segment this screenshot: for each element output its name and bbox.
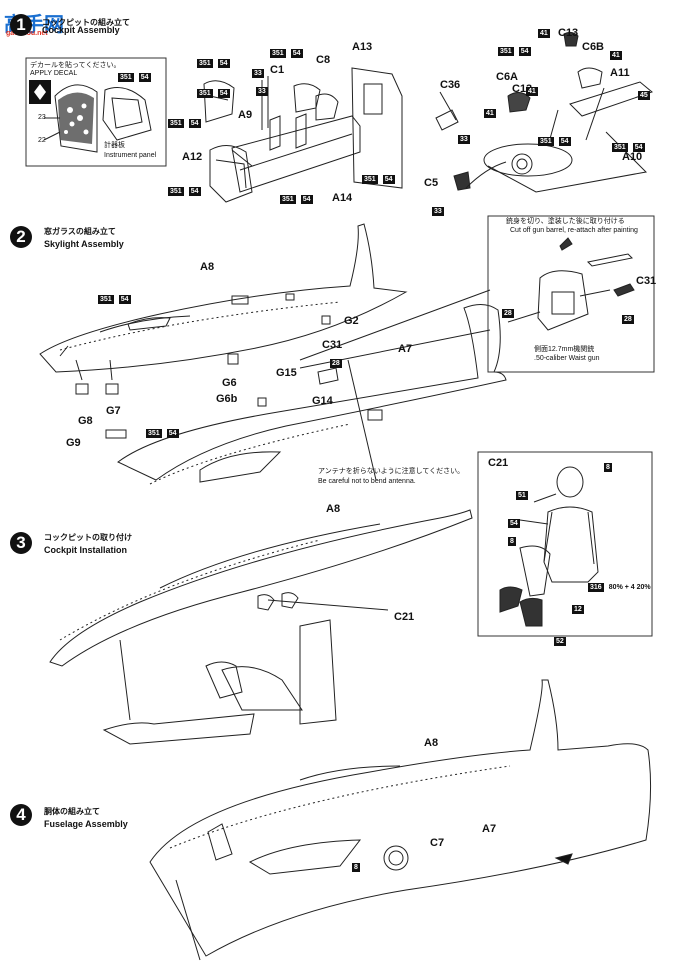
paint-code: 351 54	[362, 175, 395, 184]
paint-code: 351 54	[538, 137, 571, 146]
step4-title-en: Fuselage Assembly	[44, 819, 128, 829]
step4-paint-8: 8	[352, 863, 360, 872]
paint-28: 28	[622, 315, 634, 324]
step3-number: 3	[10, 532, 32, 554]
part-A12: A12	[182, 151, 203, 163]
fig-code: 51	[516, 491, 528, 500]
step1-header: コックピットの組み立て	[42, 12, 130, 28]
part-C36: C36	[440, 79, 461, 91]
step4-title-jp: 胴体の組み立て	[44, 807, 100, 816]
step3-title-en: Cockpit Installation	[44, 545, 128, 555]
fig-code: 54	[508, 519, 520, 528]
gun-note-jp: 銃身を切り、塗装した後に取り付ける	[506, 218, 625, 225]
step3-part-C21: C21	[394, 611, 415, 623]
part-A7: A7	[398, 343, 413, 355]
paint-code: 351 54	[118, 73, 151, 82]
gun-label-en: .50-caliber Waist gun	[534, 355, 600, 362]
paint-code: 351 54	[498, 47, 531, 56]
part-A14: A14	[332, 192, 353, 204]
part-G6: G6	[222, 377, 237, 389]
figure-part: C21	[488, 457, 509, 469]
paint-code: 33	[458, 135, 470, 144]
step1-number: 1	[10, 14, 32, 36]
part-C13: C13	[558, 27, 579, 39]
gun-label-jp: 側面12.7mm機関銃	[534, 346, 595, 353]
part-C6B: C6B	[582, 41, 605, 53]
paint-code: 41	[538, 29, 550, 38]
step4-part-A8: A8	[424, 737, 439, 749]
paint-code: 351 54	[98, 295, 131, 304]
step1-title-en: Cockpit Assembly	[42, 25, 120, 35]
part-C5: C5	[424, 177, 439, 189]
step4-part-C7: C7	[430, 837, 445, 849]
fig-code: 52	[554, 637, 566, 646]
paint-code: 351 54	[197, 59, 230, 68]
paint-code: 351 54	[168, 119, 201, 128]
part-G2: G2	[344, 315, 359, 327]
paint-code: 351 54	[168, 187, 201, 196]
step1-inset-note-en: APPLY DECAL	[30, 70, 78, 77]
fig-code: 8	[604, 463, 612, 472]
paint-code: 351 54	[197, 89, 230, 98]
step1-inset-note-jp: デカールを貼ってください。	[30, 62, 121, 69]
part-G8: G8	[78, 415, 93, 427]
part-A9: A9	[238, 109, 253, 121]
antenna-note-en: Be careful not to bend antenna.	[318, 478, 416, 485]
paint-code: 45	[638, 91, 650, 100]
gun-note-en: Cut off gun barrel, re-attach after pain…	[510, 227, 638, 234]
paint-code: 351 54	[280, 195, 313, 204]
paint-code: 41	[610, 51, 622, 60]
part-C6A: C6A	[496, 71, 519, 83]
part-G6b: G6b	[216, 393, 238, 405]
step3-title-jp: コックピットの取り付け	[44, 533, 132, 542]
fig-code: 12	[572, 605, 584, 614]
paint-code: 33	[256, 87, 268, 96]
part-G15: G15	[276, 367, 297, 379]
decal-22: 22	[38, 137, 46, 144]
step3-part-A8: A8	[326, 503, 341, 515]
paint-code: 351 54	[146, 429, 179, 438]
part-A10: A10	[622, 151, 643, 163]
step1-inset-panel-en: Instrument panel	[104, 152, 157, 159]
gun-part-C31: C31	[636, 275, 657, 287]
part-A8: A8	[200, 261, 215, 273]
step2-title-jp: 窓ガラスの組み立て	[44, 227, 116, 236]
part-C31: C31	[322, 339, 343, 351]
paint-code: 351 54	[270, 49, 303, 58]
paint-code: 41	[526, 87, 538, 96]
part-G14: G14	[312, 395, 333, 407]
part-C13b: C13	[512, 83, 533, 95]
paint-code: 41	[484, 109, 496, 118]
step2-title-en: Skylight Assembly	[44, 239, 124, 249]
part-A13: A13	[352, 41, 373, 53]
part-G7: G7	[106, 405, 121, 417]
part-C8: C8	[316, 54, 331, 66]
step1-inset-panel-jp: 計器板	[104, 142, 125, 149]
paint-code: 33	[252, 69, 264, 78]
part-C1: C1	[270, 64, 285, 76]
paint-code: 351 54	[612, 143, 645, 152]
paint-28: 28	[502, 309, 514, 318]
fig-code: 8	[508, 537, 516, 546]
step4-number: 4	[10, 804, 32, 826]
antenna-note-jp: アンテナを折らないように注意してください。	[318, 468, 465, 475]
part-G9: G9	[66, 437, 81, 449]
paint-code: 33	[432, 207, 444, 216]
part-A11: A11	[610, 67, 630, 79]
paint-28: 28	[330, 359, 342, 368]
step1-title-jp: コックピットの組み立て	[42, 18, 130, 27]
step2-number: 2	[10, 226, 32, 248]
decal-23: 23	[38, 114, 46, 121]
step4-part-A7: A7	[482, 823, 497, 835]
fig-code: 316 80% + 4 20%	[588, 583, 651, 592]
